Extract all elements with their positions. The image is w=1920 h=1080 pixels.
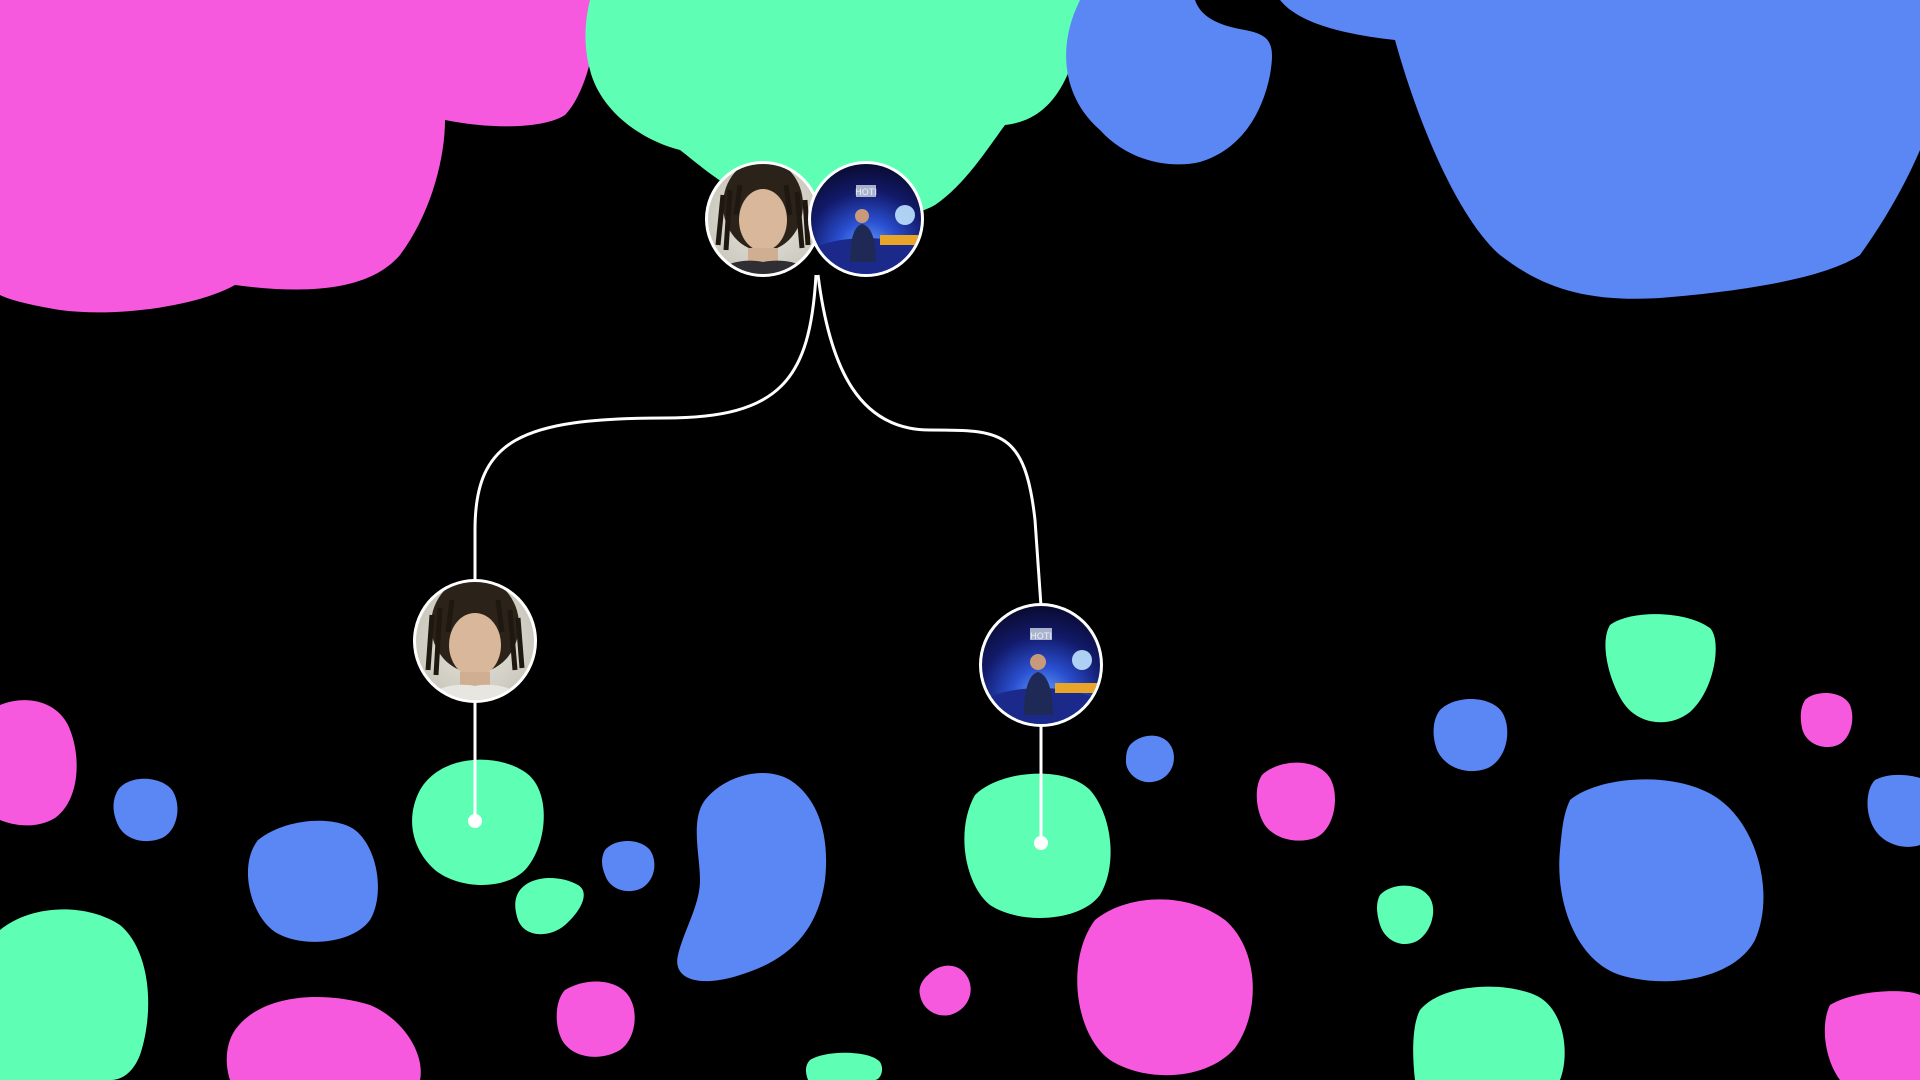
stage-logo-text: HOTI	[855, 188, 877, 198]
blob-blue-7	[1559, 779, 1764, 982]
blob-top-right-blue	[1280, 0, 1920, 299]
blob-green-6	[1377, 885, 1434, 945]
connector-right	[816, 274, 1043, 607]
blob-green-1	[0, 909, 149, 1080]
blob-top-left-pink	[0, 0, 596, 313]
blob-pink-2	[226, 997, 421, 1080]
blob-pink-1	[0, 700, 77, 826]
root-node[interactable]: HOTI	[700, 159, 936, 298]
anchor-dot-right	[1034, 836, 1048, 850]
blob-pink-6	[1256, 762, 1335, 841]
blob-top-blue-small	[1066, 0, 1272, 165]
blob-top-center-green	[585, 0, 1090, 220]
blob-blue-5	[1125, 735, 1174, 783]
tree-connectors	[473, 274, 1043, 842]
child-node-right[interactable]: HOTI	[969, 602, 1113, 748]
blob-blue-3	[602, 841, 655, 892]
blob-pink-4	[919, 965, 971, 1016]
avatar-speaker-on-stage[interactable]: HOTI	[796, 160, 936, 298]
blob-blue-1	[113, 778, 178, 842]
blob-green-8	[1413, 986, 1565, 1080]
avatar-person-dreadlocks[interactable]	[700, 159, 830, 280]
blob-blue-6	[1433, 698, 1508, 772]
blob-blue-2	[247, 820, 378, 942]
connector-left	[473, 274, 818, 582]
blob-green-3	[515, 878, 584, 935]
blob-pink-8	[1824, 991, 1920, 1080]
blob-green-4	[805, 1052, 883, 1080]
blob-pink-7	[1800, 693, 1853, 748]
stage-logo-text-right: HOTI	[1030, 632, 1052, 642]
blob-pink-5	[1077, 899, 1253, 1076]
top-blobs	[0, 0, 1920, 313]
anchor-dot-left	[468, 814, 482, 828]
blob-green-7	[1605, 614, 1716, 723]
blob-blue-8	[1867, 774, 1920, 847]
blob-blue-4	[677, 772, 827, 982]
blob-pink-3	[556, 981, 635, 1057]
